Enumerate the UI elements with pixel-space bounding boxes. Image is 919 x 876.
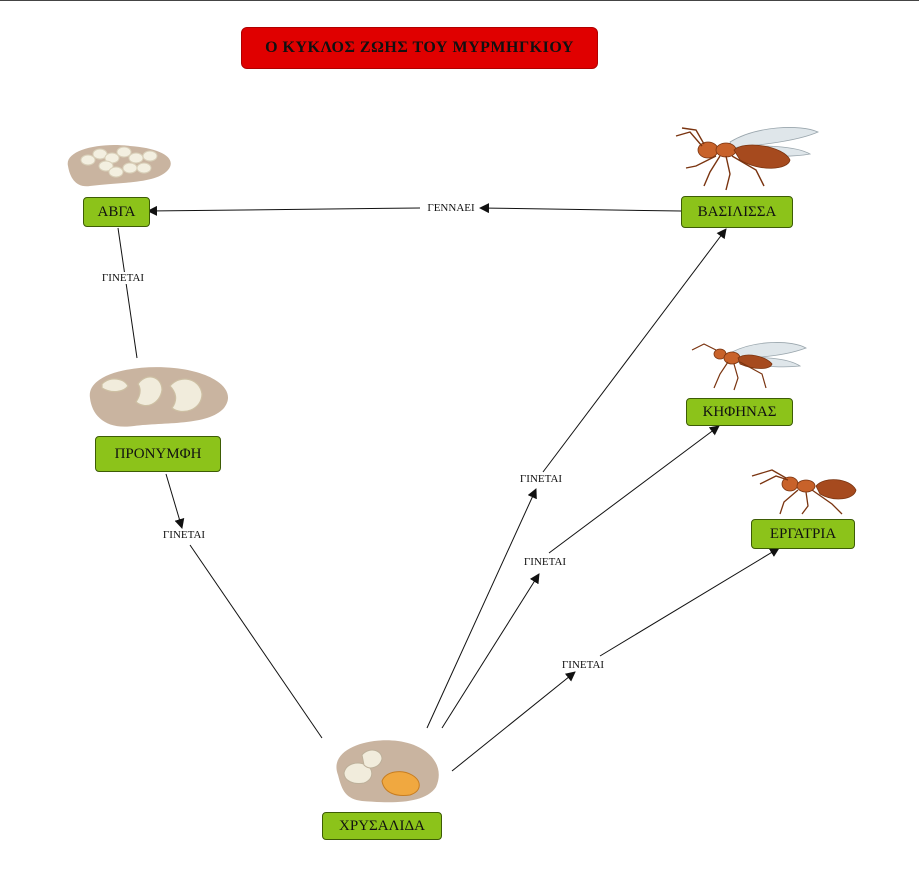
edge-label-pupa-queen: ΓΙΝΕΤΑΙ xyxy=(518,473,564,485)
winged-queen-ant-picture xyxy=(675,127,819,191)
worker-ant-picture xyxy=(751,469,857,515)
edge-pupa-worker-b xyxy=(599,547,780,657)
ant-pupae-picture xyxy=(336,740,439,803)
node-worker: ΕΡΓΑΤΡΙΑ xyxy=(751,519,855,549)
node-pupa: ΧΡΥΣΑΛΙΔΑ xyxy=(322,812,442,840)
node-queen: ΒΑΣΙΛΙΣΣΑ xyxy=(681,196,793,228)
node-drone: ΚΗΦΗΝΑΣ xyxy=(686,398,793,426)
edge-queen-eggs-b xyxy=(147,205,421,216)
edge-label-queen-eggs: ΓΕΝΝΑΕΙ xyxy=(426,202,476,214)
edge-pupa-drone-a xyxy=(441,573,540,729)
edge-larva-pupa-a xyxy=(165,473,185,529)
edge-eggs-larva xyxy=(117,227,138,359)
edge-pupa-worker-a xyxy=(451,671,576,772)
edge-queen-eggs-a xyxy=(479,203,682,214)
edge-label-pupa-drone: ΓΙΝΕΤΑΙ xyxy=(522,556,568,568)
edge-pupa-queen-a xyxy=(426,488,537,729)
ant-larvae-picture xyxy=(89,367,229,427)
ant-eggs-picture xyxy=(67,144,171,187)
edge-label-eggs-larva: ΓΙΝΕΤΑΙ xyxy=(100,272,146,284)
edge-pupa-queen-b xyxy=(542,228,727,473)
edge-pupa-drone-b xyxy=(548,425,720,554)
node-larva: ΠΡΟΝΥΜΦΗ xyxy=(95,436,221,472)
winged-drone-ant-picture xyxy=(691,342,807,391)
diagram-title: Ο ΚΥΚΛΟΣ ΖΩΗΣ ΤΟΥ ΜΥΡΜΗΓΚΙΟΥ xyxy=(241,27,598,69)
edge-label-larva-pupa: ΓΙΝΕΤΑΙ xyxy=(161,529,207,541)
node-eggs: ΑΒΓΑ xyxy=(83,197,150,227)
top-border xyxy=(0,0,919,1)
edge-larva-pupa-b xyxy=(189,544,323,739)
edge-label-pupa-worker: ΓΙΝΕΤΑΙ xyxy=(560,659,606,671)
